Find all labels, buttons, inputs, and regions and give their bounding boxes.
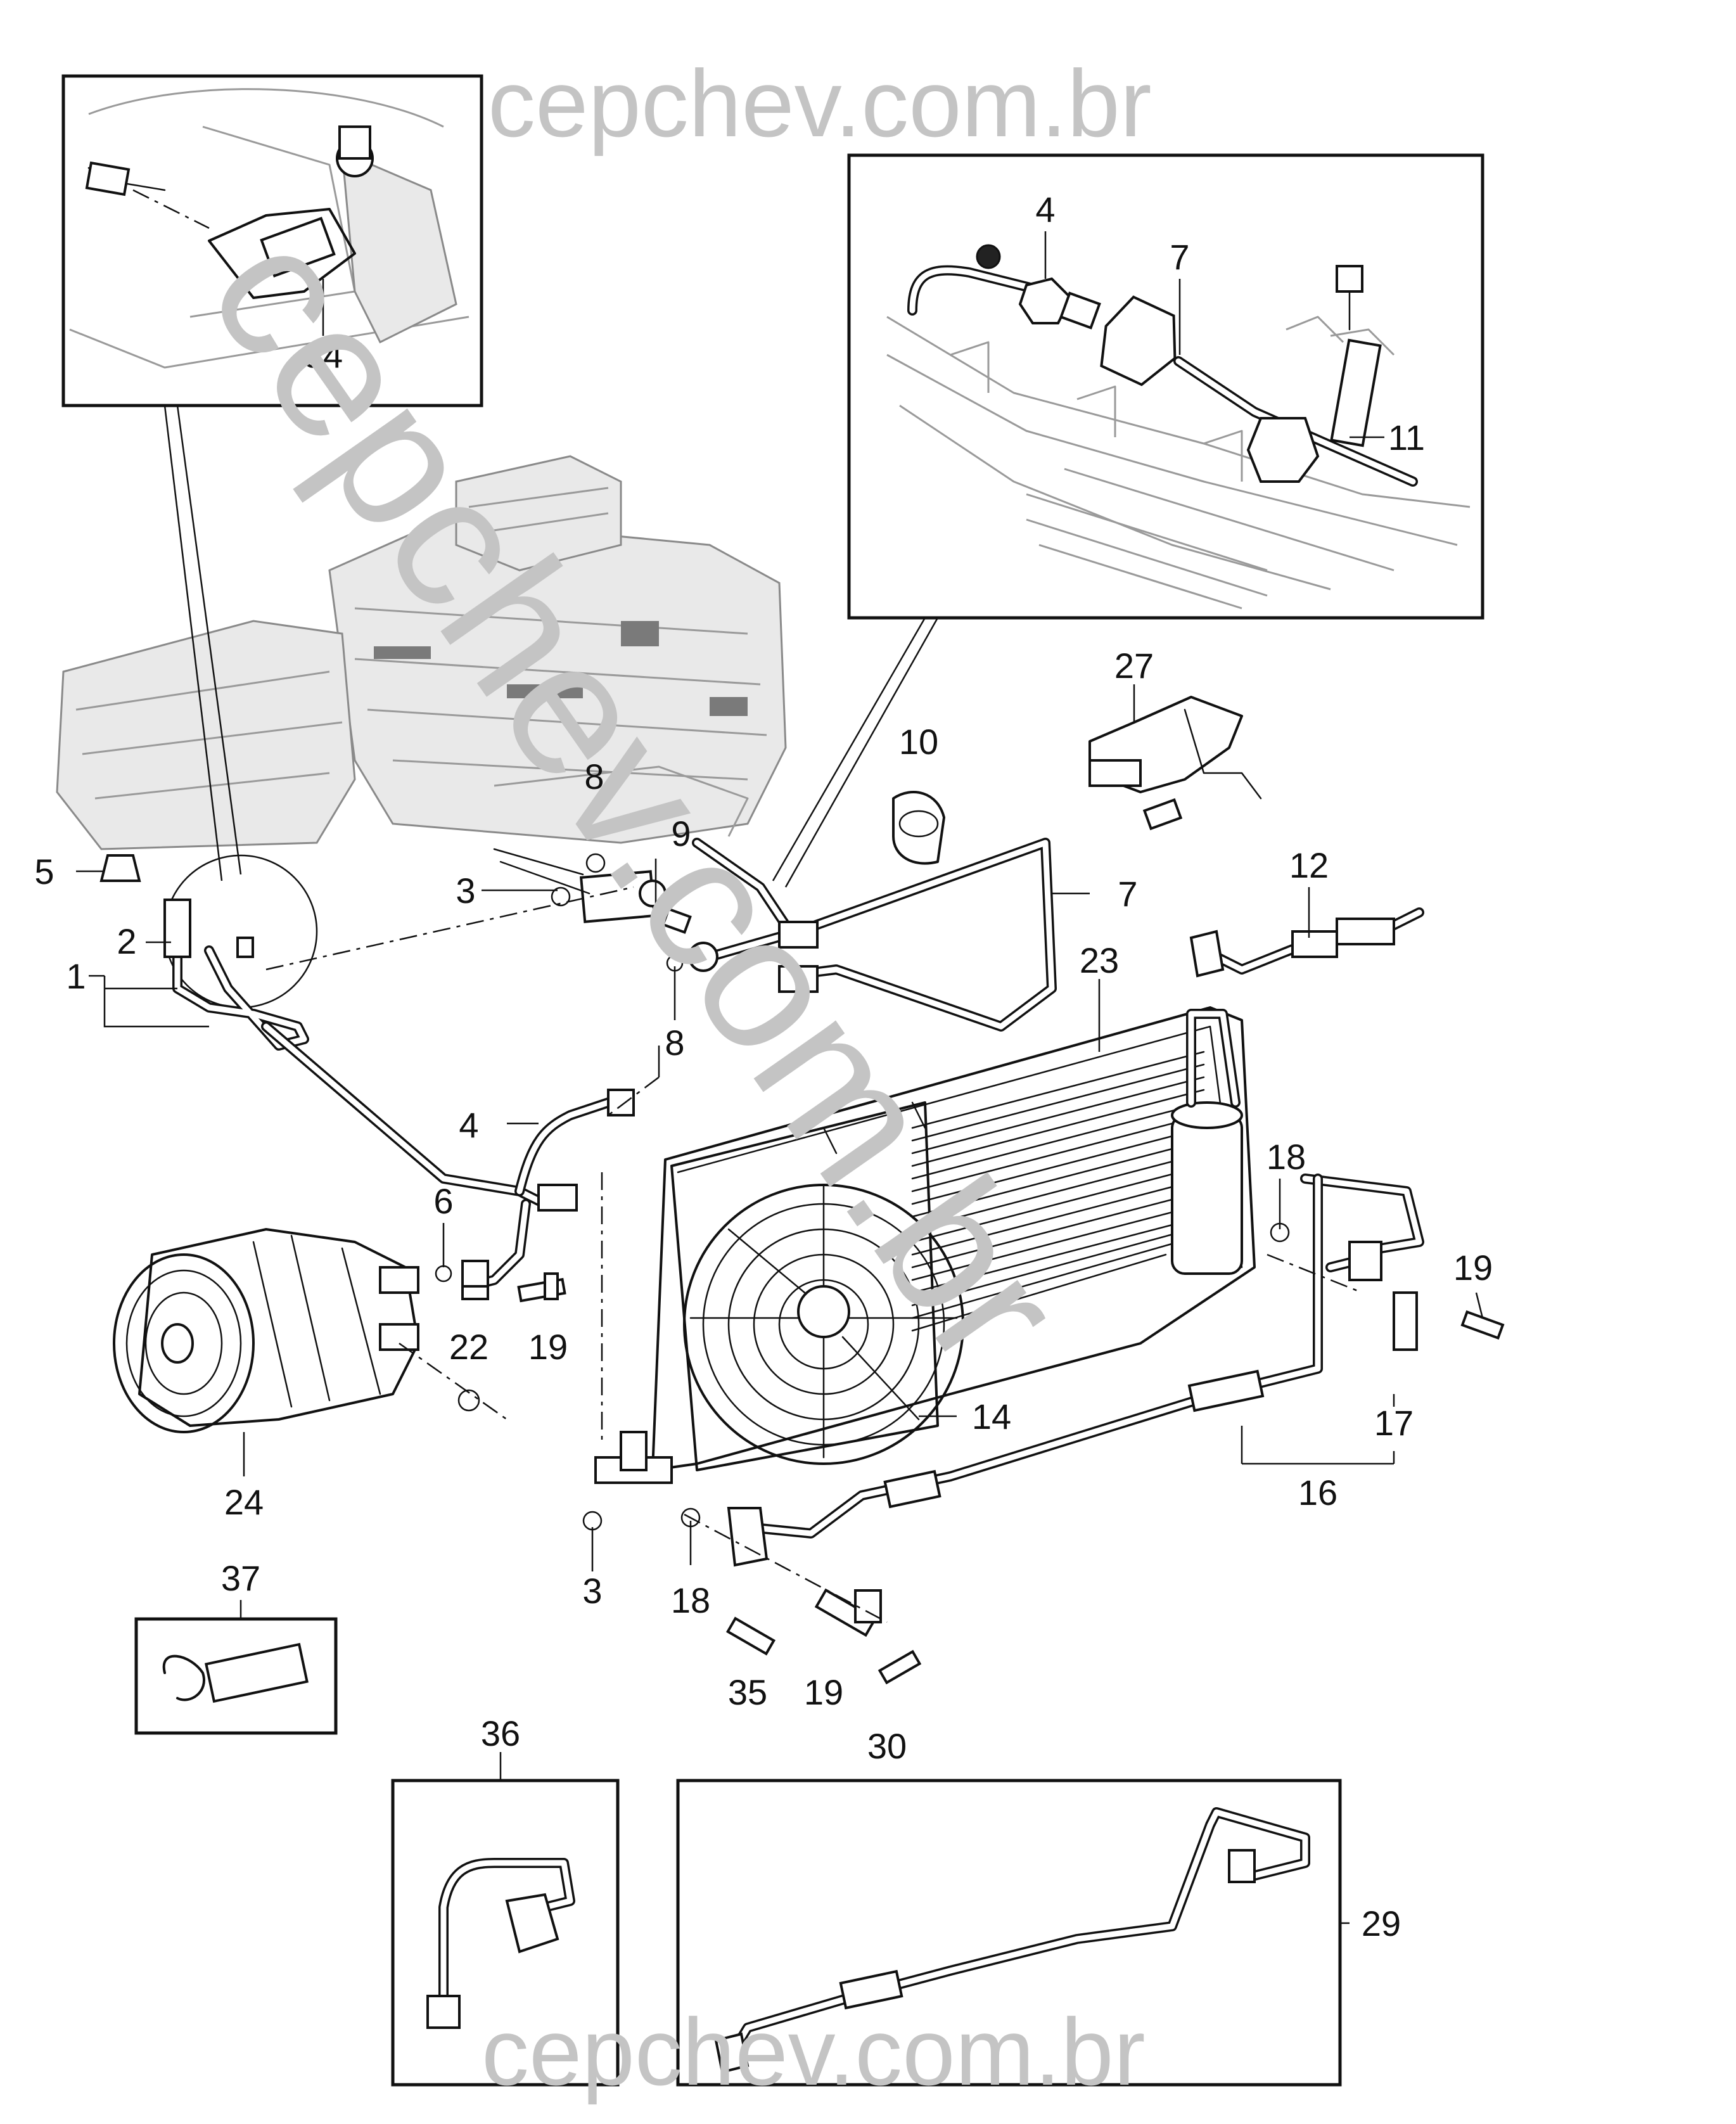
callout-8b: 8 [665, 1023, 684, 1063]
pipe-assembly-1 [163, 899, 635, 1300]
callout-10: 10 [899, 722, 938, 762]
callout-14: 14 [972, 1397, 1011, 1436]
callout-23: 23 [1080, 940, 1119, 980]
inset-29-box [676, 1779, 1342, 2087]
watermark-bottom: cepchev.com.br [482, 1999, 1146, 2105]
engine-background-sketch [56, 455, 787, 850]
callout-19c: 19 [804, 1672, 843, 1712]
callout-12: 12 [1289, 845, 1329, 885]
pipe-12 [1189, 887, 1424, 978]
callout-11: 11 [1388, 418, 1425, 457]
callout-27: 27 [1114, 646, 1154, 686]
callout-34: 34 [303, 335, 343, 375]
callout-1: 1 [66, 956, 86, 996]
inset-36-box [391, 1752, 620, 2087]
callout-30: 30 [867, 1726, 907, 1766]
inset-fitting-detail-box [772, 153, 1484, 888]
inset-37-box [134, 1600, 338, 1735]
callout-4b: 4 [459, 1105, 478, 1145]
hose-7 [666, 838, 1057, 1032]
callout-6: 6 [433, 1181, 453, 1221]
watermark-top: cepchev.com.br [488, 50, 1152, 157]
pipe-assembly-16 [727, 1174, 1424, 1567]
callout-18b: 18 [671, 1580, 710, 1620]
fasteners [99, 854, 1505, 1685]
fan-14 [670, 1101, 964, 1471]
callout-7b: 7 [1118, 874, 1137, 914]
callout-9: 9 [671, 814, 691, 854]
callout-37: 37 [221, 1558, 260, 1598]
pressure-switch-area [265, 848, 692, 971]
condenser-fins [911, 1051, 1205, 1332]
callout-7a: 7 [1170, 237, 1189, 277]
callout-8a: 8 [584, 757, 604, 796]
callout-36: 36 [481, 1713, 520, 1753]
inset-34-box [61, 74, 483, 407]
callout-3b: 3 [582, 1571, 602, 1611]
leader-lines [76, 870, 1484, 1924]
callout-17: 17 [1374, 1403, 1414, 1443]
callout-19b: 19 [1453, 1248, 1493, 1288]
clip-10 [892, 791, 945, 865]
callout-35: 35 [728, 1672, 767, 1712]
compressor-24 [113, 1228, 507, 1476]
callout-labels: 1 2 3 3 4 4 5 6 7 7 8 8 9 10 11 12 14 16… [34, 189, 1493, 1943]
callout-3a: 3 [456, 871, 475, 911]
bracket-27 [1088, 684, 1262, 831]
callout-4a: 4 [1035, 189, 1055, 229]
callout-24: 24 [224, 1482, 264, 1522]
callout-2: 2 [117, 921, 136, 961]
receiver-dryer [1171, 1009, 1290, 1275]
callout-22: 22 [449, 1327, 488, 1367]
callout-16: 16 [1298, 1473, 1337, 1513]
callout-5: 5 [34, 852, 54, 892]
callout-19a: 19 [528, 1327, 568, 1367]
callout-29: 29 [1362, 1903, 1401, 1943]
callout-18a: 18 [1267, 1137, 1306, 1177]
